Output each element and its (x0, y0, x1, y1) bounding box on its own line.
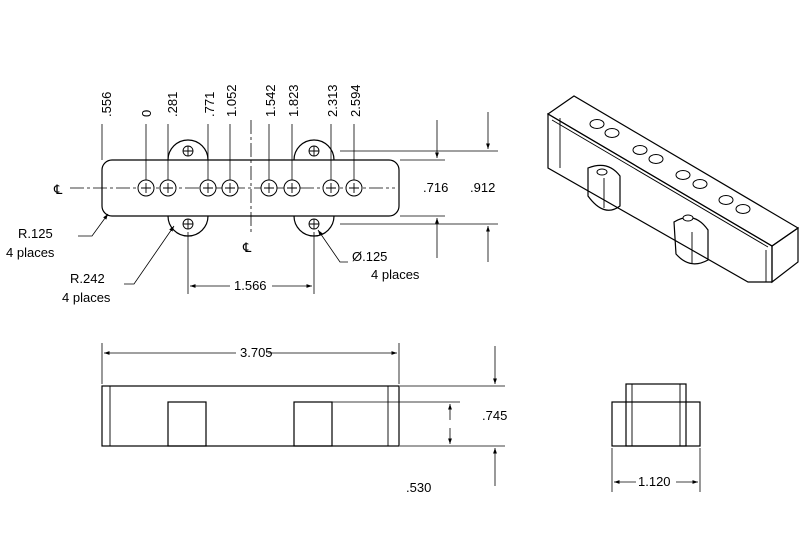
ordinate-label: 2.313 (325, 84, 340, 117)
iso-ear-2 (673, 214, 709, 265)
ordinate-label: .771 (202, 92, 217, 117)
dim-1566: 1.566 (234, 278, 267, 293)
pole-piece-holes (137, 179, 363, 197)
centerline-symbol-horizontal: ℄ (53, 182, 63, 197)
leader-lines (78, 213, 348, 285)
isometric-view (546, 95, 800, 284)
centerline-symbol-vertical: ℄ (242, 240, 252, 255)
iso-holes (589, 119, 751, 214)
iso-ear-1 (587, 164, 621, 211)
top-view (70, 120, 400, 237)
hole-position-labels: .556 0 .281 .771 1.052 1.542 1.823 2.313… (99, 84, 363, 117)
side-view (611, 383, 701, 492)
note-radius-large: R.242 (70, 271, 105, 286)
note-radius-small-places: 4 places (6, 245, 55, 260)
ordinate-label: 2.594 (348, 84, 363, 117)
note-hole-diameter: Ø.125 (352, 249, 387, 264)
note-hole-places: 4 places (371, 267, 420, 282)
note-radius-large-places: 4 places (62, 290, 111, 305)
dim-745: .745 (482, 408, 507, 423)
dim-1120: 1.120 (638, 474, 671, 489)
dim-3705: 3.705 (240, 345, 273, 360)
ordinate-label: .281 (165, 92, 180, 117)
dim-912: .912 (470, 180, 495, 195)
ordinate-label: 1.823 (286, 84, 301, 117)
ordinate-label: 1.542 (263, 84, 278, 117)
dim-716: .716 (423, 180, 448, 195)
dim-530: .530 (406, 480, 431, 495)
ordinate-label: 0 (139, 110, 154, 117)
note-radius-small: R.125 (18, 226, 53, 241)
front-view (101, 343, 505, 486)
top-view-height-dims (340, 112, 498, 262)
ordinate-label: 1.052 (224, 84, 239, 117)
ordinate-label: .556 (99, 92, 114, 117)
ear-spacing-dim (187, 232, 315, 294)
